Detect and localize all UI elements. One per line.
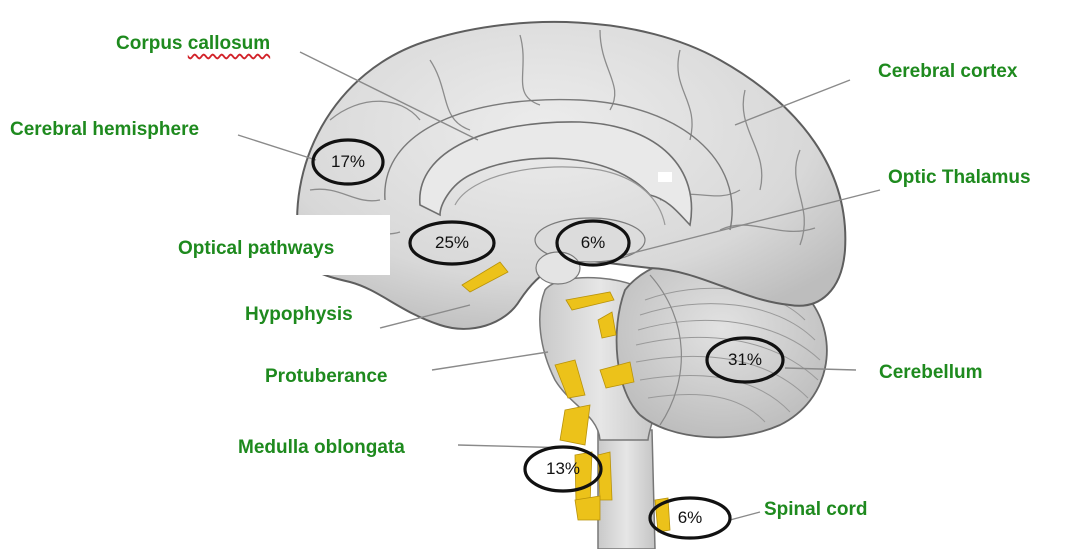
pct-medulla-oblongata: 13% <box>545 459 581 478</box>
label-hypophysis: Hypophysis <box>245 304 353 325</box>
label-backdrop <box>250 215 390 275</box>
label-cerebral-cortex: Cerebral cortex <box>878 61 1018 82</box>
pct-spinal-cord: 6% <box>677 508 703 527</box>
label-optic-thalamus: Optic Thalamus <box>888 167 1031 188</box>
percentage-ovals <box>311 138 785 540</box>
pct-optical-pathways: 25% <box>434 233 470 252</box>
spellcheck-flag: callosum <box>187 33 271 54</box>
label-spinal-cord: Spinal cord <box>764 499 868 520</box>
label-optical-pathways: Optical pathways <box>178 238 335 259</box>
pct-optic-thalamus: 6% <box>580 233 606 252</box>
oval-cerebral-hemisphere <box>311 138 385 186</box>
oval-medulla-oblongata <box>523 445 603 493</box>
oval-optical-pathways <box>408 220 496 266</box>
oval-optic-thalamus <box>555 219 631 267</box>
label-corpus-callosum-text: Corpus callosum <box>116 33 271 54</box>
oval-spinal-cord <box>648 496 732 540</box>
label-cerebral-hemisphere: Cerebral hemisphere <box>10 119 200 140</box>
cranial-nerves <box>461 261 671 533</box>
label-corpus-callosum: Corpus callosum <box>116 33 270 55</box>
pct-cerebral-hemisphere: 17% <box>330 152 366 171</box>
leader-lines <box>237 51 881 521</box>
label-medulla-oblongata: Medulla oblongata <box>238 437 405 458</box>
label-cerebellum: Cerebellum <box>879 362 983 383</box>
pct-cerebellum: 31% <box>727 350 763 369</box>
cerebrum-shape <box>296 21 847 330</box>
oval-cerebellum <box>705 336 785 384</box>
label-protuberance: Protuberance <box>265 366 388 387</box>
